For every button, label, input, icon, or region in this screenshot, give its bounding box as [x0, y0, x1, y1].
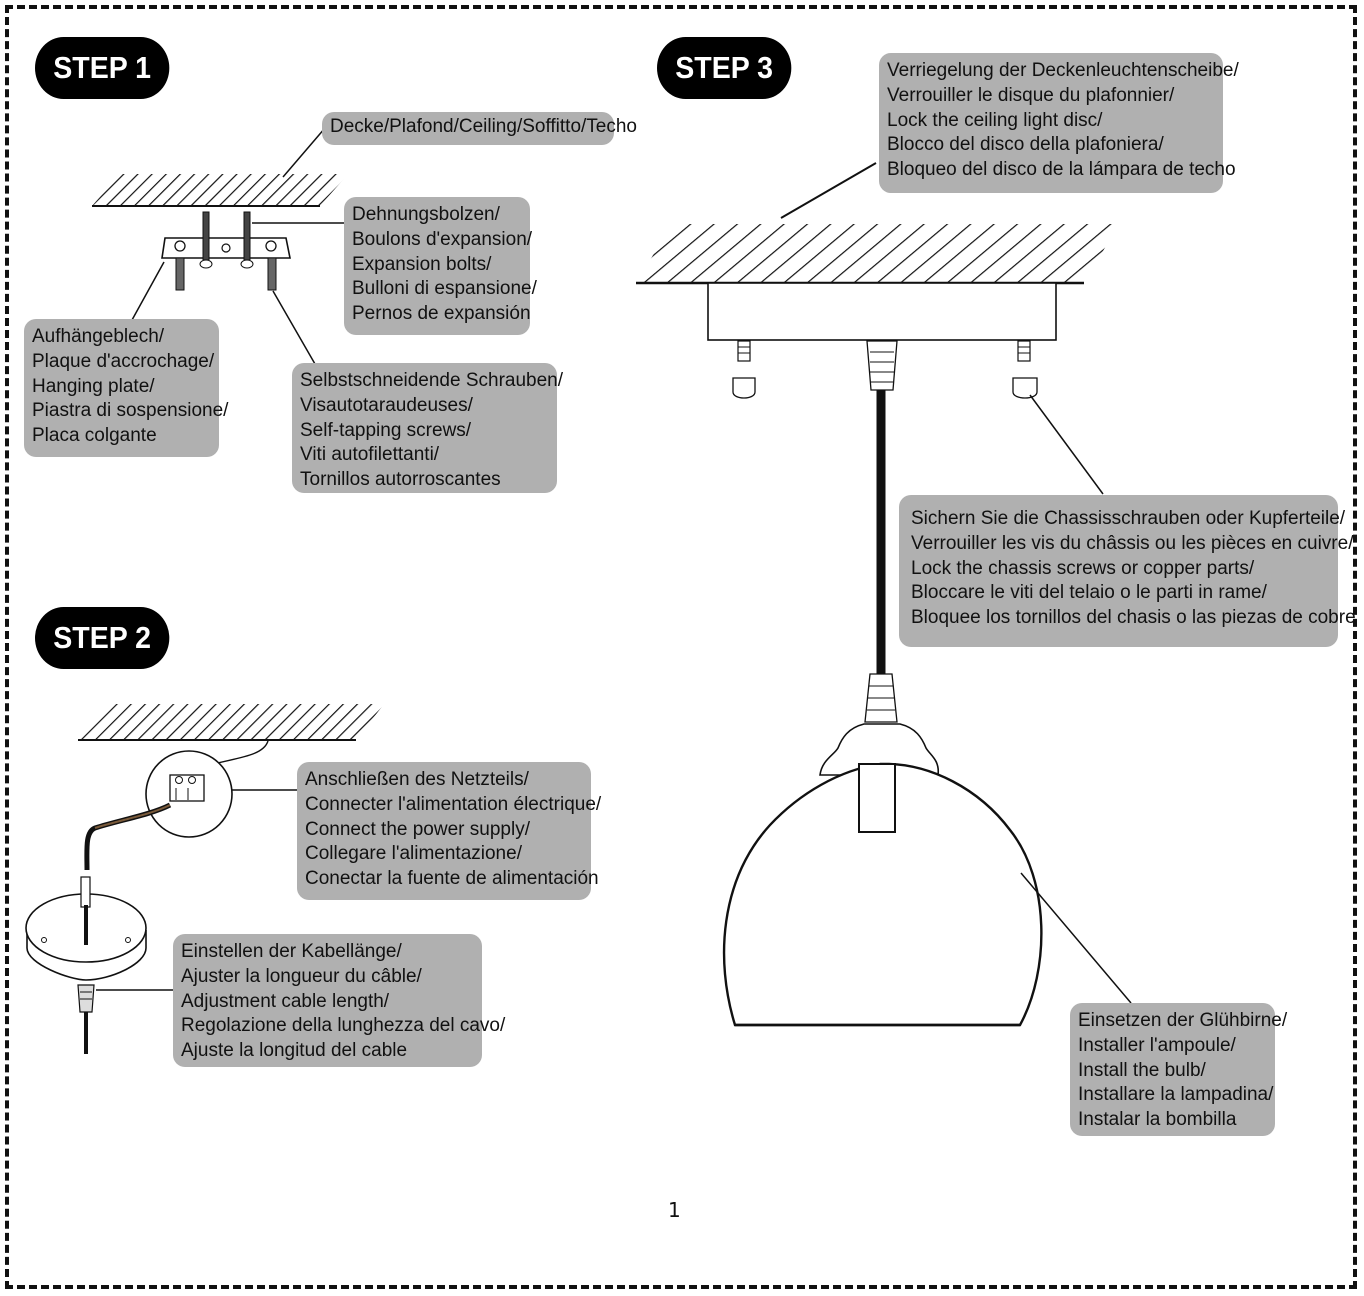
expansion-bolts-label: Dehnungsbolzen/ Boulons d'expansion/ Exp…	[344, 197, 537, 335]
label-line: Einstellen der Kabellänge/	[181, 941, 402, 962]
cable-length-label: Einstellen der Kabellänge/ Ajuster la lo…	[173, 934, 506, 1067]
step2-illustration	[25, 704, 384, 1054]
cable-lock-fitting	[77, 984, 95, 1054]
label-line: Installer l'ampoule/	[1078, 1034, 1236, 1056]
ceiling-canopy-step3	[707, 282, 1057, 341]
hanging-plate	[161, 237, 291, 291]
label-line: Installare la lampadina/	[1078, 1084, 1274, 1106]
label-line: Aufhängeblech/	[32, 326, 165, 347]
label-line: Bloqueo del disco de la lámpara de techo	[887, 159, 1236, 181]
label-line: Decke/Plafond/Ceiling/Soffitto/Techo	[330, 116, 637, 137]
label-line: Ajuste la longitud del cable	[181, 1040, 408, 1062]
lock-disc-label: Verriegelung der Deckenleuchtenscheibe/ …	[879, 53, 1239, 193]
connect-power-label: Anschließen des Netzteils/ Connecter l'a…	[297, 762, 602, 900]
step1-ceiling-hatch	[92, 174, 348, 206]
lock-chassis-label: Sichern Sie die Chassisschrauben oder Ku…	[899, 495, 1356, 647]
label-line: Collegare l'alimentazione/	[305, 843, 522, 865]
bulb-socket	[858, 763, 896, 833]
label-line: Lock the chassis screws or copper parts/	[911, 557, 1255, 579]
self-tapping-screws-label: Selbstschneidende Schrauben/ Visautotara…	[292, 363, 564, 493]
label-line: Adjustment cable length/	[181, 990, 390, 1012]
label-line: Visautotaraudeuses/	[300, 394, 473, 416]
label-line: Plaque d'accrochage/	[32, 350, 215, 372]
lamp-holder-cap	[819, 723, 940, 776]
cable-strain-relief-top	[866, 340, 898, 391]
hanging-plate-label: Aufhängeblech/ Plaque d'accrochage/ Hang…	[24, 319, 229, 457]
label-line: Placa colgante	[32, 425, 157, 447]
label-line: Boulons d'expansion/	[352, 228, 533, 250]
label-line: Dehnungsbolzen/	[352, 204, 500, 225]
label-line: Ajuster la longueur du câble/	[181, 965, 422, 987]
label-line: Bloquee los tornillos del chasis o las p…	[911, 607, 1356, 629]
ceiling-label: Decke/Plafond/Ceiling/Soffitto/Techo	[322, 112, 637, 145]
label-line: Connecter l'alimentation électrique/	[305, 793, 602, 815]
label-line: Viti autofilettanti/	[300, 444, 440, 466]
label-line: Self-tapping screws/	[300, 419, 472, 441]
label-line: Bloccare le viti del telaio o le parti i…	[911, 582, 1267, 604]
label-line: Piastra di sospensione/	[32, 400, 229, 422]
install-bulb-label: Einsetzen der Glühbirne/ Installer l'amp…	[1070, 1003, 1288, 1136]
step2-ceiling-hatch	[78, 704, 384, 740]
label-line: Pernos de expansión	[352, 303, 531, 325]
label-line: Bulloni di espansione/	[352, 278, 537, 300]
step-2-badge: STEP 2	[35, 607, 170, 669]
label-line: Hanging plate/	[32, 375, 155, 397]
label-line: Connect the power supply/	[305, 818, 530, 840]
terminal-block	[169, 774, 205, 802]
label-line: Verrouiller le disque du plafonnier/	[887, 84, 1175, 106]
expansion-bolt-left	[199, 211, 213, 269]
label-line: Expansion bolts/	[352, 253, 492, 275]
label-line: Conectar la fuente de alimentación	[305, 868, 599, 890]
step-1-badge: STEP 1	[35, 37, 170, 99]
step-3-badge: STEP 3	[657, 37, 792, 99]
step3-ceiling-hatch	[636, 224, 1119, 283]
step3-illustration	[636, 162, 1132, 1027]
chassis-screw-right	[1012, 340, 1038, 399]
label-line: Verrouiller les vis du châssis ou les pi…	[911, 532, 1354, 554]
page-number: 1	[668, 1198, 681, 1222]
expansion-bolt-right	[240, 211, 254, 269]
label-line: Regolazione della lunghezza del cavo/	[181, 1015, 506, 1037]
step1-illustration	[92, 127, 348, 365]
label-line: Selbstschneidende Schrauben/	[300, 370, 564, 391]
label-line: Install the bulb/	[1078, 1059, 1206, 1081]
label-line: Tornillos autorroscantes	[300, 469, 501, 491]
label-line: Einsetzen der Glühbirne/	[1078, 1010, 1288, 1031]
label-line: Lock the ceiling light disc/	[887, 109, 1103, 131]
label-line: Instalar la bombilla	[1078, 1109, 1237, 1131]
cable-strain-relief-bottom	[864, 673, 898, 723]
dashed-page-border	[5, 5, 1357, 1289]
label-line: Blocco del disco della plafoniera/	[887, 134, 1164, 156]
chassis-screw-left	[732, 340, 756, 399]
label-line: Anschließen des Netzteils/	[305, 769, 529, 790]
label-line: Verriegelung der Deckenleuchtenscheibe/	[887, 60, 1239, 81]
label-line: Sichern Sie die Chassisschrauben oder Ku…	[911, 508, 1346, 529]
ceiling-canopy	[25, 876, 147, 981]
